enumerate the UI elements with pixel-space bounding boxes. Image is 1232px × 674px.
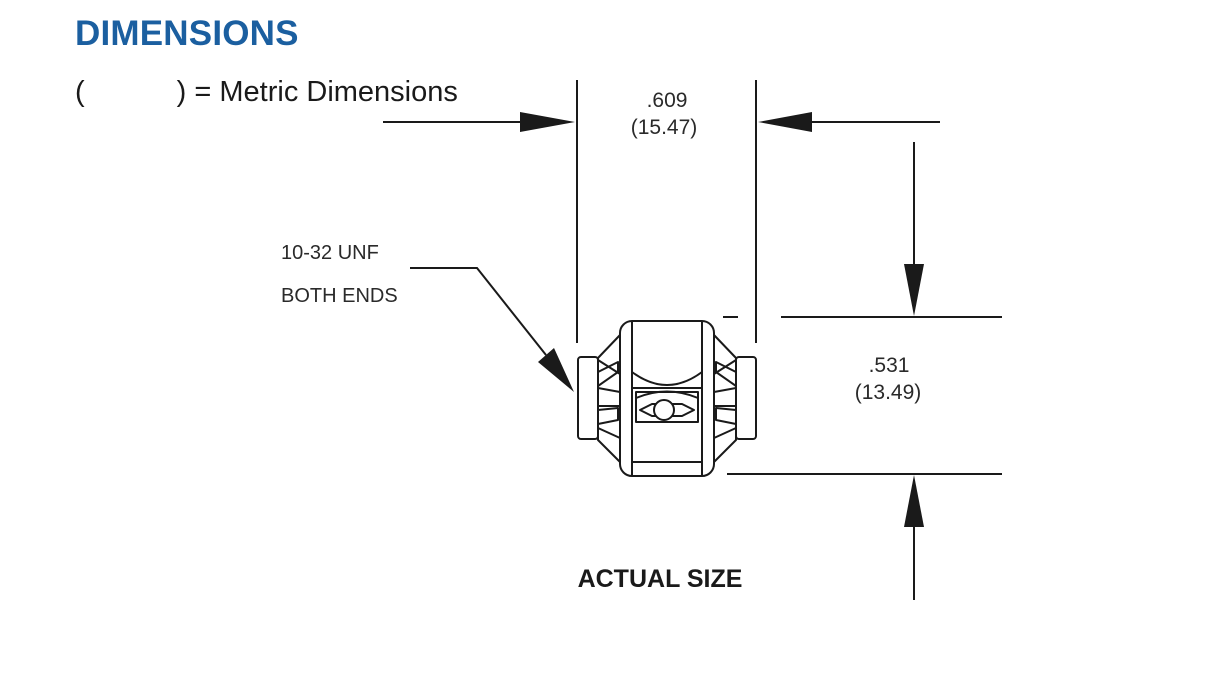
width-arrowhead-left — [520, 112, 575, 132]
legend-open-paren: ( — [75, 76, 85, 108]
legend-text: ) = Metric Dimensions — [176, 76, 458, 108]
callout-arrowhead — [538, 348, 574, 392]
callout-leader — [410, 267, 547, 356]
height-imperial-label: .531 — [869, 354, 910, 377]
width-imperial-label: .609 — [647, 89, 688, 112]
actual-size-caption: ACTUAL SIZE — [578, 565, 743, 593]
page-title: DIMENSIONS — [75, 14, 299, 53]
thread-callout-line2: BOTH ENDS — [281, 285, 398, 307]
width-metric-label: (15.47) — [631, 116, 698, 139]
part-outline — [577, 320, 757, 477]
metric-legend: ( ) = Metric Dimensions — [75, 76, 458, 109]
width-arrowhead-right — [758, 112, 812, 132]
thread-callout-line1: 10-32 UNF — [281, 242, 379, 264]
height-arrowhead-top — [904, 264, 924, 316]
height-metric-label: (13.49) — [855, 381, 922, 404]
height-arrowhead-bottom — [904, 475, 924, 527]
